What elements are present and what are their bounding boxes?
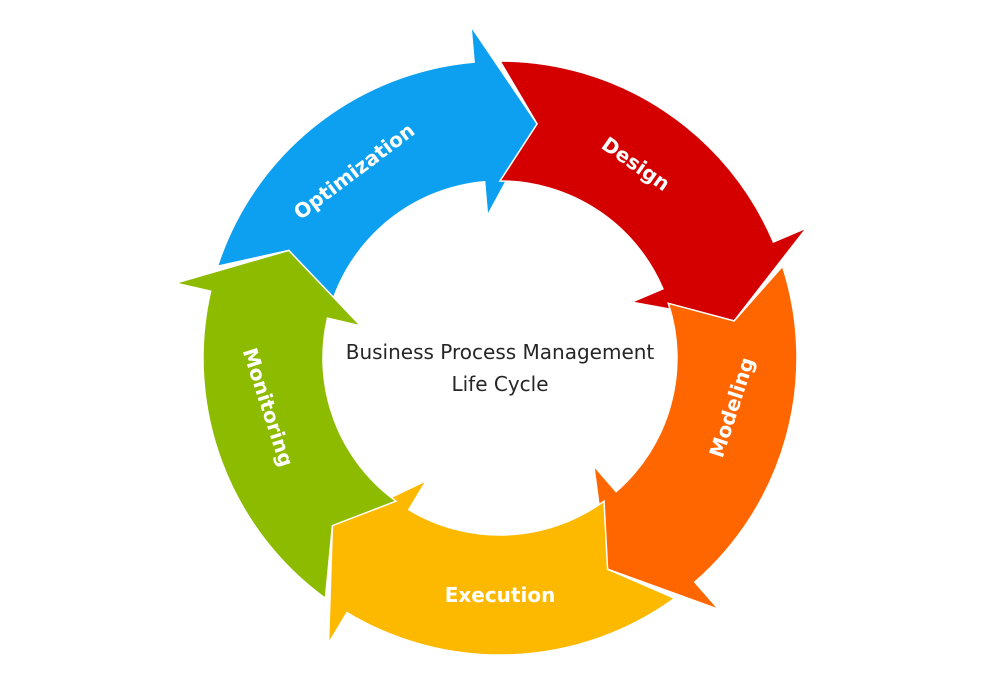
title-line-2: Life Cycle — [451, 372, 549, 396]
stage-label-execution: Execution — [445, 583, 556, 607]
cycle-arrow-optimization — [216, 23, 538, 305]
diagram-title: Business Process Management Life Cycle — [300, 336, 700, 400]
cycle-arrow-execution — [327, 478, 677, 656]
cycle-segments — [172, 23, 809, 656]
cycle-arrow-design — [498, 60, 809, 322]
cycle-arrow-monitoring — [172, 249, 398, 600]
cycle-arrow-modeling — [592, 264, 798, 611]
title-line-1: Business Process Management — [345, 340, 655, 364]
